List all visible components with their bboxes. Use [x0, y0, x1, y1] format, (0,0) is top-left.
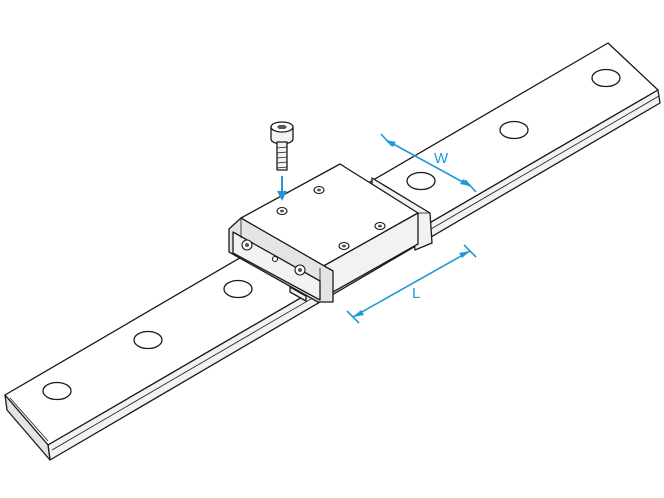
insert-arrow: [277, 176, 287, 201]
lube-port: [271, 255, 279, 263]
rail-hole-6: [591, 68, 621, 88]
mounting-screw: [270, 121, 294, 171]
rail-holes: [42, 68, 621, 401]
rail-hole-3: [223, 279, 253, 299]
dimension-l: L: [346, 244, 477, 324]
rail-hole-1: [42, 381, 72, 401]
carriage-block: [228, 163, 433, 303]
rail-hole-2: [133, 330, 163, 350]
dimension-w: W: [380, 133, 477, 193]
width-label: W: [434, 150, 449, 167]
length-label: L: [412, 285, 420, 302]
rail-hole-4: [406, 171, 436, 191]
rail-hole-5: [499, 120, 529, 140]
